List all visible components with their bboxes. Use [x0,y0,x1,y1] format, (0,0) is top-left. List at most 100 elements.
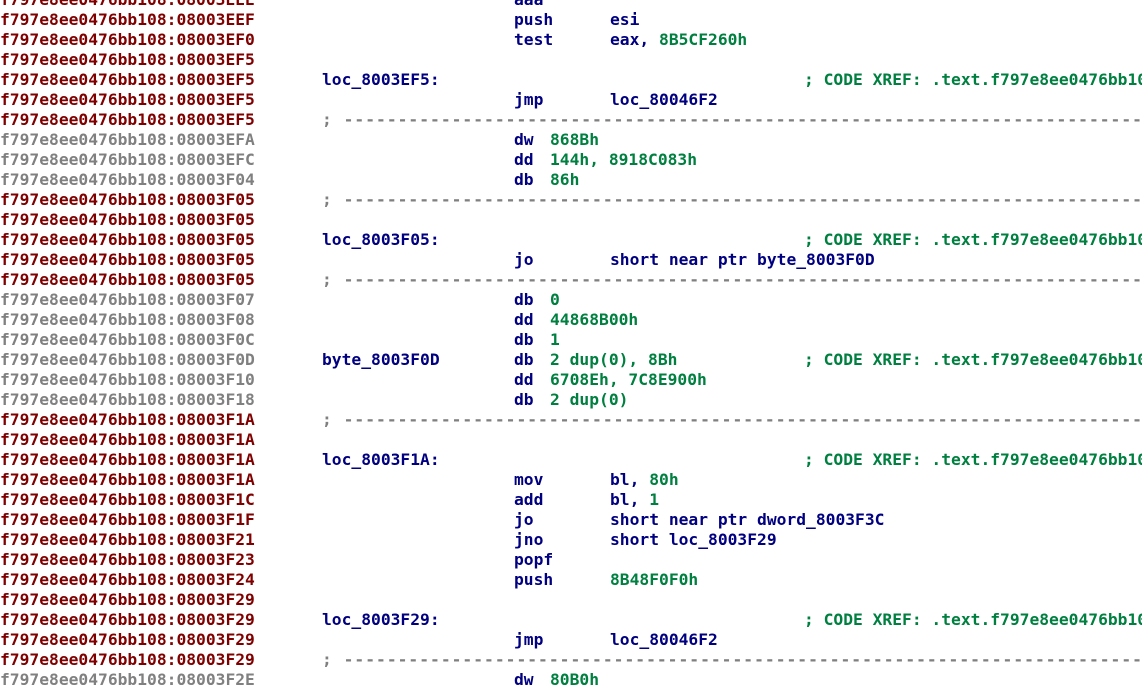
xref-comment[interactable]: ; CODE XREF: .text.f797e8ee0476bb108:080… [804,350,1142,369]
address[interactable]: f797e8ee0476bb108:08003F24 [0,570,255,589]
mnemonic[interactable]: popf [514,550,554,569]
listing-row[interactable]: f797e8ee0476bb108:08003F1A mov bl, 80h [0,470,1142,490]
address[interactable]: f797e8ee0476bb108:08003F29 [0,650,255,669]
address[interactable]: f797e8ee0476bb108:08003EF5 [0,110,255,129]
mnemonic[interactable]: db [514,290,534,309]
listing-row[interactable]: f797e8ee0476bb108:08003F1A [0,430,1142,450]
address[interactable]: f797e8ee0476bb108:08003F1C [0,490,255,509]
mnemonic[interactable]: db [514,390,534,409]
mnemonic[interactable]: mov [514,470,544,489]
address[interactable]: f797e8ee0476bb108:08003F05 [0,250,255,269]
address[interactable]: f797e8ee0476bb108:08003F1A [0,450,255,469]
address[interactable]: f797e8ee0476bb108:08003F0D [0,350,255,369]
mnemonic[interactable]: jno [514,530,544,549]
address[interactable]: f797e8ee0476bb108:08003EF5 [0,50,255,69]
mnemonic[interactable]: dd [514,150,534,169]
address[interactable]: f797e8ee0476bb108:08003F10 [0,370,255,389]
address[interactable]: f797e8ee0476bb108:08003F08 [0,310,255,329]
label-name[interactable]: loc_8003F05: [322,230,440,249]
address[interactable]: f797e8ee0476bb108:08003F1A [0,430,255,449]
address[interactable]: f797e8ee0476bb108:08003F29 [0,630,255,649]
listing-row[interactable]: f797e8ee0476bb108:08003EF5 [0,50,1142,70]
operand[interactable]: eax, 8B5CF260h [610,30,748,49]
operand[interactable]: short near ptr byte_8003F0D [610,250,875,269]
listing-row[interactable]: f797e8ee0476bb108:08003F1C add bl, 1 [0,490,1142,510]
listing-row[interactable]: f797e8ee0476bb108:08003F05 [0,210,1142,230]
listing-row[interactable]: f797e8ee0476bb108:08003F29 [0,590,1142,610]
mnemonic[interactable]: dd [514,370,534,389]
mnemonic[interactable]: test [514,30,554,49]
address[interactable]: f797e8ee0476bb108:08003F1A [0,470,255,489]
mnemonic[interactable]: dd [514,310,534,329]
listing-row[interactable]: f797e8ee0476bb108:08003F1A loc_8003F1A: ; … [0,450,1142,470]
listing-row[interactable]: f797e8ee0476bb108:08003EF0 test eax, 8B5CF… [0,30,1142,50]
address[interactable]: f797e8ee0476bb108:08003EFC [0,150,255,169]
operand[interactable]: loc_80046F2 [610,630,718,649]
listing-row[interactable]: f797e8ee0476bb108:08003F29 loc_8003F29: ; … [0,610,1142,630]
operand[interactable]: bl, 1 [610,490,660,509]
listing-row[interactable]: f797e8ee0476bb108:08003EF5 jmp loc_80046F2 [0,90,1142,110]
address[interactable]: f797e8ee0476bb108:08003EF5 [0,90,255,109]
address[interactable]: f797e8ee0476bb108:08003EFA [0,130,255,149]
mnemonic[interactable]: dw [514,670,534,689]
mnemonic[interactable]: db [514,350,534,369]
address[interactable]: f797e8ee0476bb108:08003F23 [0,550,255,569]
address[interactable]: f797e8ee0476bb108:08003F04 [0,170,255,189]
address[interactable]: f797e8ee0476bb108:08003EF0 [0,30,255,49]
address[interactable]: f797e8ee0476bb108:08003F1A [0,410,255,429]
listing-row[interactable]: f797e8ee0476bb108:08003F1A; ------------… [0,410,1142,430]
mnemonic[interactable]: dw [514,130,534,149]
mnemonic[interactable]: jo [514,510,534,529]
address[interactable]: f797e8ee0476bb108:08003F2E [0,670,255,689]
mnemonic[interactable]: push [514,570,554,589]
xref-comment[interactable]: ; CODE XREF: .text.f797e8ee0476bb108:080… [804,230,1142,249]
operand[interactable]: 8B48F0F0h [610,570,699,589]
listing-row[interactable]: f797e8ee0476bb108:08003F05 loc_8003F05: ; … [0,230,1142,250]
operand[interactable]: short loc_8003F29 [610,530,777,549]
listing-row[interactable]: f797e8ee0476bb108:08003EEEaaa [0,0,1142,10]
address[interactable]: f797e8ee0476bb108:08003F07 [0,290,255,309]
address[interactable]: f797e8ee0476bb108:08003F29 [0,610,255,629]
operand[interactable]: esi [610,10,640,29]
listing-row[interactable]: f797e8ee0476bb108:08003F23 popf [0,550,1142,570]
address[interactable]: f797e8ee0476bb108:08003EEF [0,10,255,29]
mnemonic[interactable]: jo [514,250,534,269]
address[interactable]: f797e8ee0476bb108:08003F21 [0,530,255,549]
listing-row[interactable]: f797e8ee0476bb108:08003F05; ------------… [0,270,1142,290]
address[interactable]: f797e8ee0476bb108:08003F05 [0,190,255,209]
listing-row[interactable]: f797e8ee0476bb108:08003F05 jo short near p… [0,250,1142,270]
listing-row[interactable]: f797e8ee0476bb108:08003F24 push 8B48F0F0h [0,570,1142,590]
address[interactable]: f797e8ee0476bb108:08003EF5 [0,70,255,89]
address[interactable]: f797e8ee0476bb108:08003F0C [0,330,255,349]
address[interactable]: f797e8ee0476bb108:08003F29 [0,590,255,609]
label-name[interactable]: loc_8003F1A: [322,450,440,469]
mnemonic[interactable]: push [514,10,554,29]
xref-comment[interactable]: ; CODE XREF: .text.f797e8ee0476bb108:080… [804,450,1142,469]
address[interactable]: f797e8ee0476bb108:08003F1F [0,510,255,529]
address[interactable]: f797e8ee0476bb108:08003EEE [0,0,255,10]
xref-comment[interactable]: ; CODE XREF: .text.f797e8ee0476bb108:080… [804,610,1142,629]
mnemonic[interactable]: add [514,490,544,509]
operand[interactable]: bl, 80h [610,470,679,489]
listing-row[interactable]: f797e8ee0476bb108:08003F05; ------------… [0,190,1142,210]
label-name[interactable]: loc_8003F29: [322,610,440,629]
listing-row[interactable]: f797e8ee0476bb108:08003EEF push esi [0,10,1142,30]
listing-row[interactable]: f797e8ee0476bb108:08003F21 jno short loc_8… [0,530,1142,550]
listing-row[interactable]: f797e8ee0476bb108:08003F29; ------------… [0,650,1142,670]
mnemonic[interactable]: jmp [514,90,544,109]
mnemonic[interactable]: db [514,330,534,349]
operand[interactable]: loc_80046F2 [610,90,718,109]
listing-row[interactable]: f797e8ee0476bb108:08003EF5; ------------… [0,110,1142,130]
address[interactable]: f797e8ee0476bb108:08003F05 [0,230,255,249]
